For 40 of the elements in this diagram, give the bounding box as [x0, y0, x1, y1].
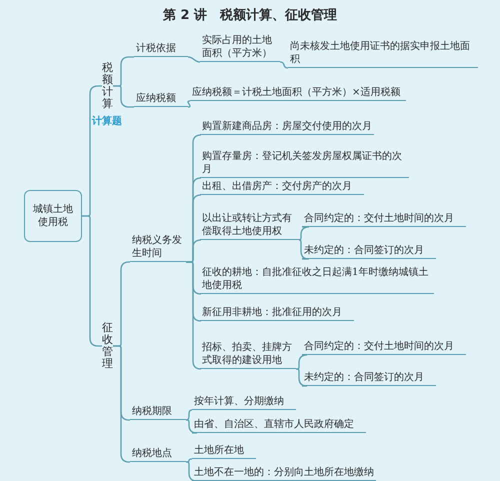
branch-line — [188, 56, 200, 63]
topic-label: 未约定的：合同签订的次月 — [302, 371, 436, 386]
tag-label: 计算题 — [92, 114, 122, 128]
branch-line — [186, 409, 192, 421]
topic-label: 纳税义务发生时间 — [130, 234, 186, 262]
topic-label: 由省、自治区、直辖市人民政府确定 — [192, 418, 366, 433]
topic-label: 合同约定的：交付土地时间的次月 — [302, 212, 466, 227]
topic-label: 按年计算、分期缴纳 — [192, 395, 296, 410]
topic-label: 购置存量房：登记机关签发房屋权属证书的次月 — [200, 150, 409, 178]
topic-label: 招标、拍卖、挂牌方式取得的建设用地 — [200, 341, 296, 369]
topic-label: 未约定的：合同签订的次月 — [302, 244, 436, 259]
topic-label: 纳税地点 — [130, 447, 186, 462]
topic-label: 土地所在地 — [192, 444, 256, 459]
branch-line — [296, 354, 308, 370]
branch-line — [186, 261, 202, 370]
topic-label: 应纳税额＝计税土地面积（平方米）×适用税额 — [190, 86, 406, 101]
branch-line — [298, 239, 310, 260]
branch-label: 征收管理 — [102, 322, 113, 370]
branch-line — [82, 215, 102, 347]
branch-line — [187, 100, 191, 108]
topic-label: 征收的耕地：自批准征收之日起满1年时缴纳城镇土地使用税 — [200, 266, 434, 294]
topic-label: 尚未核发土地使用证书的据实申报土地面积 — [288, 40, 478, 68]
branch-line — [186, 419, 198, 434]
branch-line — [186, 458, 192, 463]
branch-line — [280, 61, 288, 69]
root-box: 城镇土地使用税 — [24, 190, 82, 242]
branch-line — [296, 368, 308, 387]
topic-label: 纳税期限 — [130, 405, 186, 420]
branch-label: 税额计算 — [102, 62, 113, 110]
topic-label: 实际占用的土地面积（平方米） — [200, 34, 280, 62]
topic-label: 计税依据 — [134, 42, 188, 57]
topic-label: 合同约定的：交付土地时间的次月 — [302, 340, 466, 355]
topic-label: 新征用非耕地：批准征用的次月 — [200, 306, 354, 321]
topic-label: 土地不在一地的：分别向土地所在地缴纳 — [192, 466, 376, 481]
topic-label: 以出让或转让方式有偿取得土地使用权 — [200, 212, 300, 240]
topic-label: 应纳税额 — [134, 92, 188, 107]
topic-label: 购置新建商品房：房屋交付使用的次月 — [200, 120, 374, 135]
topic-label: 出租、出借房产：交付房产的次月 — [200, 180, 364, 195]
branch-line — [298, 226, 310, 241]
title: 第 2 讲 税额计算、征收管理 — [162, 6, 338, 24]
